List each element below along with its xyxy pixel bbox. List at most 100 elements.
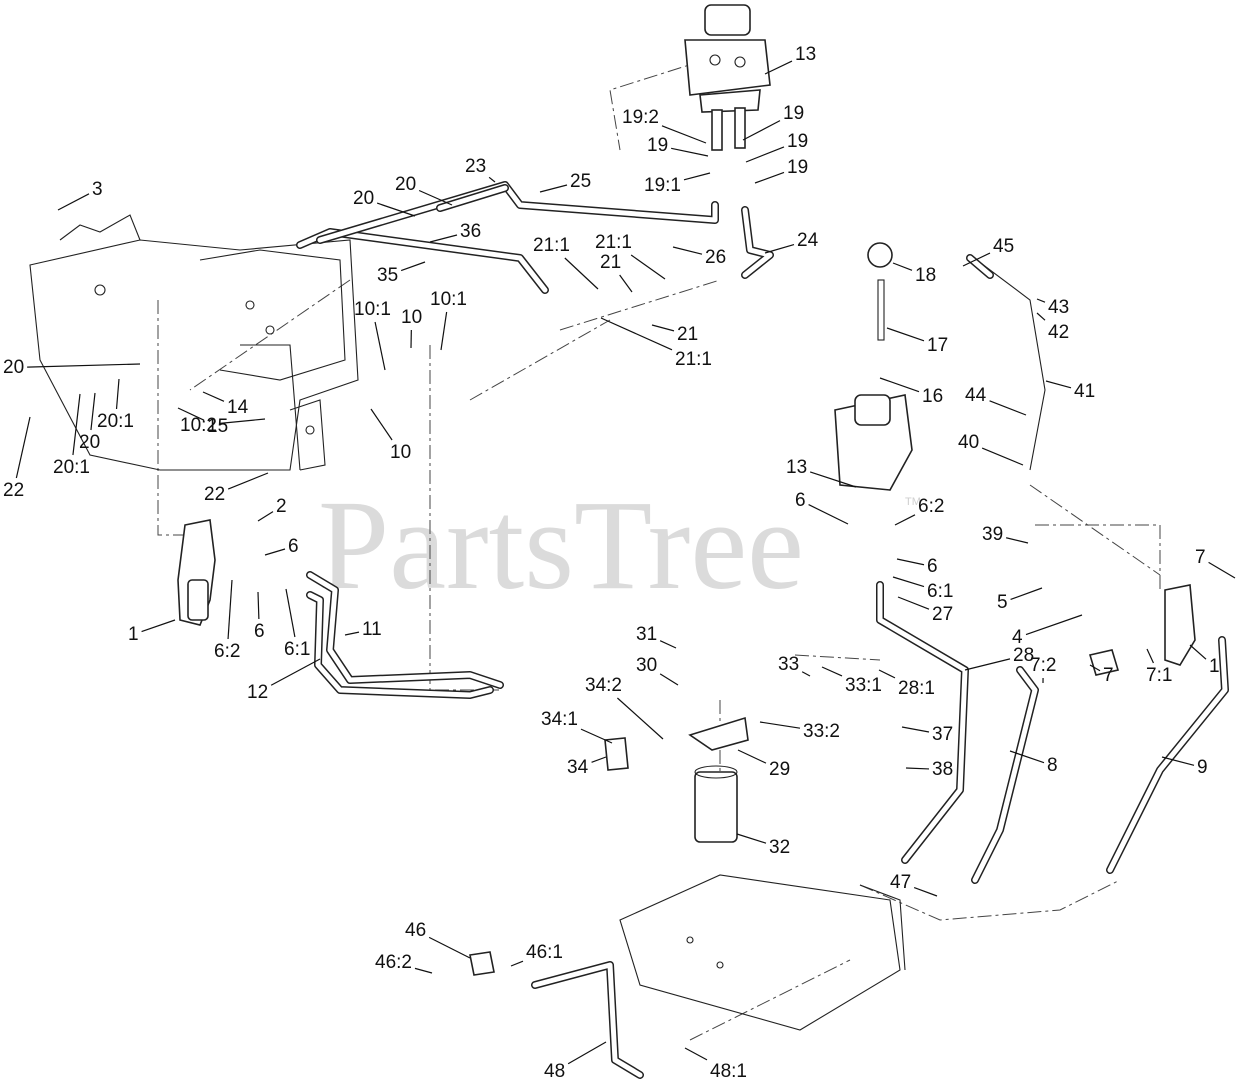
callout-label: 10:1: [354, 299, 391, 320]
callout-leader: [257, 591, 260, 620]
watermark-text: PartsTree: [318, 474, 804, 616]
callout-leader: [1146, 648, 1154, 664]
callout-label: 33:2: [803, 721, 840, 742]
callout-leader: [57, 193, 90, 211]
callout-label: 44: [965, 385, 987, 406]
callout-leader: [429, 234, 458, 243]
callout-label: 20: [353, 188, 374, 209]
callout-label: 19: [783, 103, 804, 124]
callout-leader: [115, 378, 120, 410]
callout-leader: [1036, 298, 1046, 303]
frame-bracket: [29, 214, 359, 471]
callout-label: 6: [927, 556, 938, 577]
callout-label: 20:1: [97, 411, 134, 432]
callout-leader: [376, 202, 416, 217]
callout-label: 6: [254, 621, 265, 642]
callout-label: 32: [769, 837, 790, 858]
callout-leader: [202, 391, 225, 402]
callout-label: 11: [362, 619, 382, 640]
callout-label: 41: [1074, 381, 1095, 402]
callout-label: 1: [128, 624, 139, 645]
callout-label: 21: [677, 324, 698, 345]
callout-leader: [764, 243, 795, 254]
callout-leader: [27, 363, 141, 368]
callout-label: 37: [932, 724, 953, 745]
callout-label: 22: [204, 484, 225, 505]
callout-label: 21: [600, 252, 621, 273]
callout-label: 33: [778, 654, 799, 675]
callout-label: 45: [993, 236, 1014, 257]
callout-leader: [981, 447, 1024, 466]
callout-leader: [270, 658, 321, 686]
callout-leader: [1006, 537, 1029, 544]
callout-label: 9: [1197, 757, 1208, 778]
callout-leader: [736, 833, 767, 844]
control-valve-mid: [834, 242, 913, 491]
callout-leader: [684, 1047, 708, 1061]
callout-label: 19:1: [644, 175, 681, 196]
callout-leader: [1045, 380, 1072, 389]
callout-leader: [651, 324, 675, 332]
callout-leader: [913, 886, 938, 897]
callout-label: 6: [288, 536, 299, 557]
callout-leader: [1208, 561, 1236, 579]
callout-leader: [905, 767, 930, 770]
callout-label: 23: [465, 156, 486, 177]
callout-label: 29: [769, 759, 790, 780]
callout-leader: [878, 669, 896, 679]
callout-leader: [1036, 312, 1046, 321]
callout-leader: [374, 321, 386, 371]
callout-label: 12: [247, 682, 268, 703]
callout-leader: [901, 726, 930, 733]
callout-label: 10:2: [180, 415, 217, 436]
callout-leader: [1189, 644, 1207, 660]
callout-leader: [15, 416, 31, 479]
callout-leader: [257, 511, 274, 522]
callout-label: 18: [915, 265, 936, 286]
callout-leader: [672, 246, 703, 255]
callout-label: 13: [786, 457, 807, 478]
callout-label: 25: [570, 171, 591, 192]
callout-leader: [72, 393, 81, 456]
callout-leader: [894, 514, 916, 526]
tube-48: [469, 951, 644, 1079]
callout-label: 20: [79, 432, 100, 453]
callout-label: 20:1: [53, 457, 90, 478]
callout-label: 6:1: [927, 581, 953, 602]
callout-leader: [141, 619, 176, 633]
callout-label: 47: [890, 872, 911, 893]
callout-leader: [219, 418, 266, 424]
callout-leader: [821, 666, 843, 677]
callout-label: 10: [390, 442, 411, 463]
callout-label: 24: [797, 230, 819, 251]
callout-label: 19:2: [622, 107, 659, 128]
valve-left: [177, 519, 216, 626]
callout-label: 16: [922, 386, 943, 407]
callout-label: 20: [395, 174, 416, 195]
callout-leader: [616, 697, 664, 740]
callout-label: 6:1: [284, 639, 310, 660]
callout-label: 46:1: [526, 942, 563, 963]
callout-label: 10:1: [430, 289, 467, 310]
callout-leader: [964, 658, 1011, 671]
callout-label: 35: [377, 265, 398, 286]
callout-label: 4: [1012, 627, 1023, 648]
callout-leader: [1161, 756, 1195, 766]
callout-label: 20: [3, 357, 24, 378]
callout-label: 48: [544, 1061, 565, 1082]
callout-label: 5: [997, 592, 1008, 613]
callout-label: 30: [636, 655, 657, 676]
callout-label: 21:1: [675, 349, 712, 370]
callout-leader: [886, 327, 925, 342]
tubes-upper: [296, 181, 774, 294]
callout-leader: [808, 504, 849, 525]
callout-leader: [661, 125, 707, 144]
callout-label: 43: [1048, 297, 1069, 318]
callout-leader: [1025, 614, 1083, 636]
callout-label: 19: [787, 131, 808, 152]
callout-label: 7: [1103, 665, 1114, 686]
callout-label: 21:1: [533, 235, 570, 256]
callout-leader: [742, 120, 781, 141]
callout-label: 14: [227, 397, 249, 418]
